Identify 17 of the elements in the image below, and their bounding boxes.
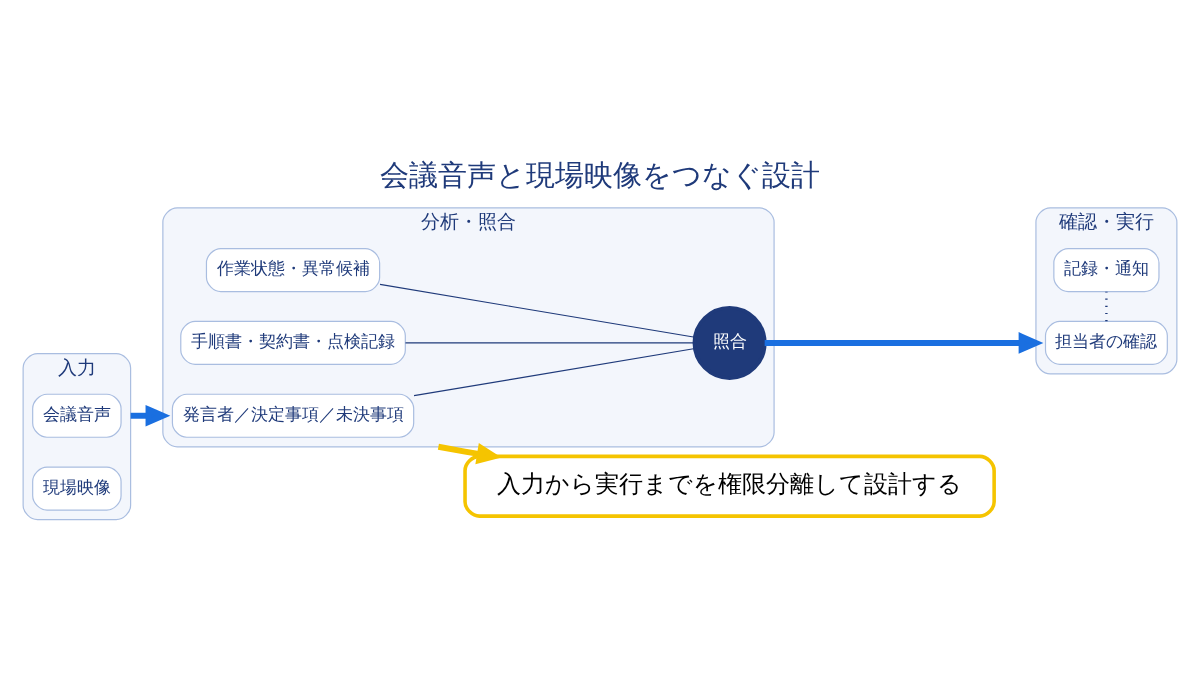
node-box: 記録・通知 [1053, 247, 1160, 292]
node-box: 手順書・契約書・点検記録 [180, 320, 406, 365]
arrow [130, 404, 171, 427]
connector [379, 283, 696, 338]
node-box: 作業状態・異常候補 [205, 247, 381, 292]
node-box: 入力から実行までを権限分離して設計する [463, 454, 996, 518]
diagram-title: 会議音声と現場映像をつなぐ設計 [380, 157, 820, 192]
connector [1105, 291, 1108, 321]
connector [404, 341, 696, 343]
node-box: 現場映像 [32, 466, 122, 511]
arrow [764, 331, 1044, 354]
node-box: 担当者の確認 [1044, 320, 1168, 365]
node-box: 発言者／決定事項／未決事項 [171, 393, 415, 438]
connector [413, 347, 696, 396]
node-circle: 照合 [692, 305, 767, 380]
arrow [437, 442, 502, 464]
node-box: 会議音声 [32, 393, 122, 438]
